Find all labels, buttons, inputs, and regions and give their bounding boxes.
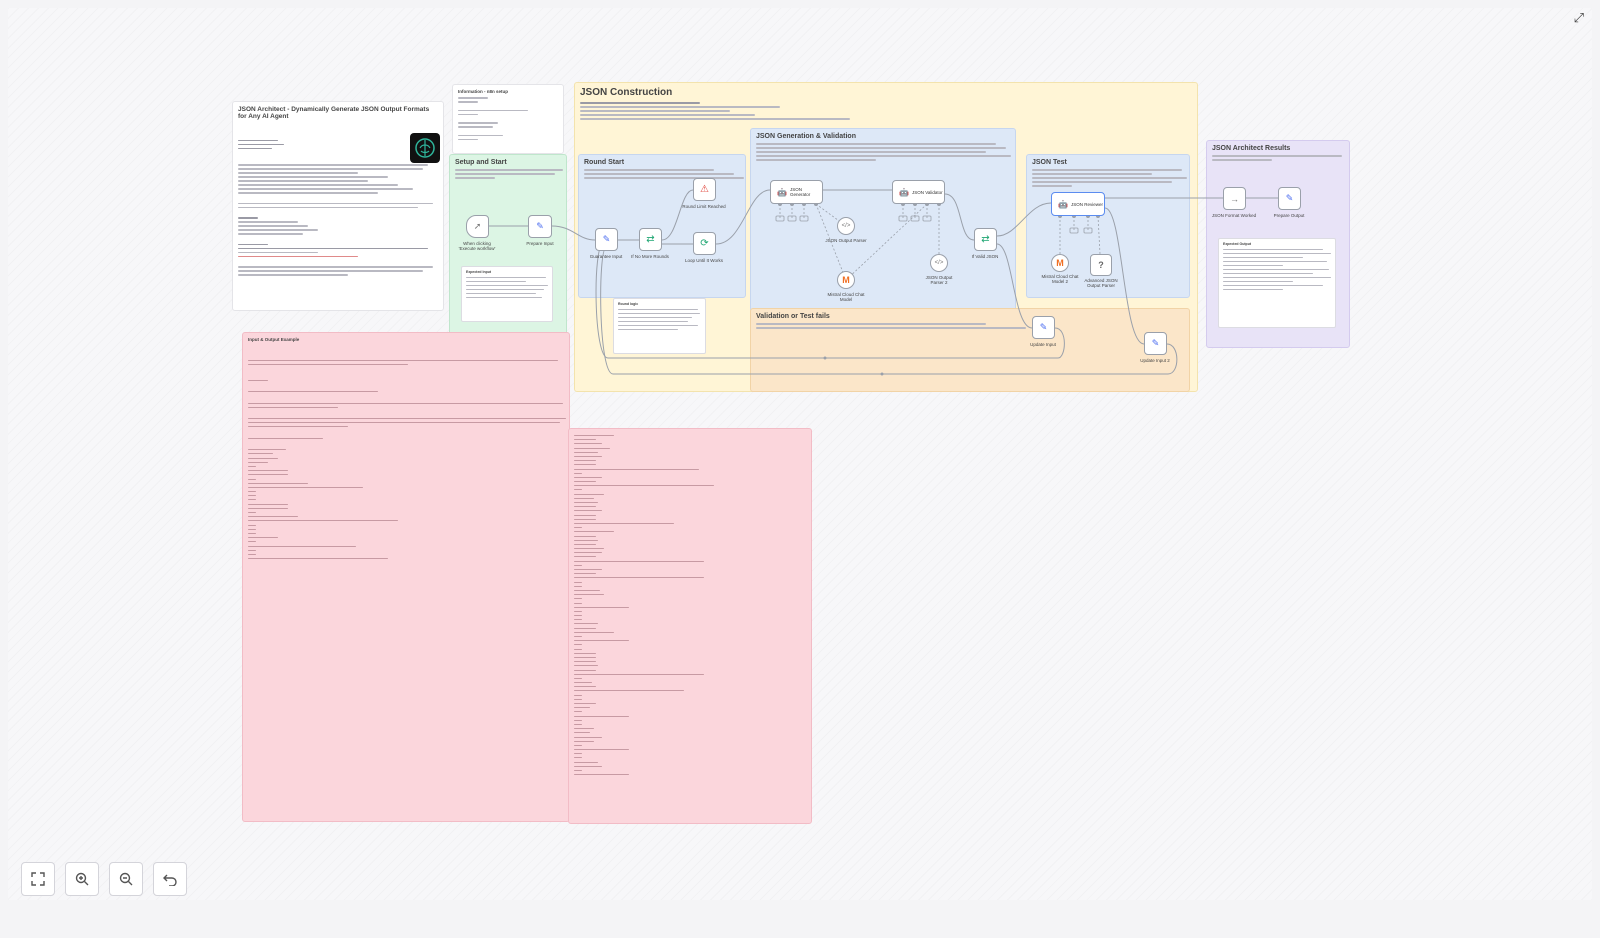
- setup-title: Setup and Start: [455, 159, 507, 166]
- intro-note[interactable]: JSON Architect - Dynamically Generate JS…: [232, 101, 444, 311]
- json-reviewer-node[interactable]: 🤖 JSON Reviewer: [1051, 192, 1105, 216]
- if-no-more-rounds-label: If No More Rounds: [631, 254, 669, 259]
- if-valid-json-label: If Valid JSON: [971, 254, 999, 259]
- arrow-right-icon: →: [1230, 193, 1239, 204]
- json-output-parser-2-label: JSON Output Parser 2: [925, 275, 953, 285]
- prepare-input-label: Prepare Input: [526, 241, 554, 246]
- robot-icon: 🤖: [777, 187, 787, 197]
- pencil-icon: ✎: [536, 221, 544, 231]
- mistral-logo-icon: M: [842, 275, 850, 285]
- round-logic-note: Round logic: [613, 298, 706, 354]
- round-start-title: Round Start: [584, 159, 625, 166]
- trigger-label: When clicking 'Execute workflow': [458, 241, 496, 251]
- robot-icon: 🤖: [1058, 199, 1068, 209]
- mistral-model-label: Mistral Cloud Chat Model: [827, 292, 865, 302]
- io-example-note[interactable]: Input & Output Example: [242, 332, 570, 822]
- pencil-icon: ✎: [602, 234, 611, 244]
- results-title: JSON Architect Results: [1212, 145, 1291, 152]
- reset-button[interactable]: [153, 862, 187, 896]
- zoom-in-icon: [75, 872, 89, 886]
- prepare-output-node[interactable]: ✎: [1278, 187, 1301, 210]
- workflow-canvas[interactable]: JSON Architect - Dynamically Generate JS…: [8, 8, 1592, 900]
- brain-logo-icon: [410, 133, 440, 163]
- intro-title: JSON Architect - Dynamically Generate JS…: [238, 106, 430, 120]
- guarantee-input-label: Guarantee Input: [589, 254, 623, 259]
- fit-view-button[interactable]: [21, 862, 55, 896]
- json-generator-node[interactable]: 🤖 JSON Generator: [770, 180, 823, 204]
- branch-icon: ⇄: [981, 234, 990, 245]
- advanced-parser-node[interactable]: ?: [1090, 254, 1112, 276]
- json-reviewer-label: JSON Reviewer: [1070, 201, 1103, 207]
- json-validator-label: JSON Validator: [911, 189, 943, 195]
- json-output-parser-2-node[interactable]: </>: [930, 254, 948, 272]
- if-valid-json-node[interactable]: ⇄: [974, 228, 997, 251]
- zoom-out-button[interactable]: [109, 862, 143, 896]
- pencil-icon: ✎: [1039, 322, 1048, 332]
- question-icon: ?: [1098, 260, 1104, 270]
- code-brackets-icon: </>: [841, 223, 851, 229]
- update-input-2-label: Update Input 2: [1140, 358, 1170, 363]
- undo-icon: [163, 874, 177, 886]
- if-no-more-rounds-node[interactable]: ⇄: [639, 228, 662, 251]
- validation-fails-title: Validation or Test fails: [756, 313, 830, 320]
- prepare-input-node[interactable]: ✎: [528, 215, 552, 238]
- round-start-note[interactable]: Round Start: [578, 154, 746, 298]
- branch-icon: ⇄: [646, 234, 655, 245]
- robot-icon: 🤖: [899, 187, 909, 197]
- json-output-parser-label: JSON Output Parser: [825, 238, 867, 243]
- guarantee-input-node[interactable]: ✎: [595, 228, 618, 251]
- generation-title: JSON Generation & Validation: [756, 133, 856, 140]
- loop-until-label: Loop Until It Works: [685, 258, 723, 263]
- io-title: Input & Output Example: [248, 337, 300, 342]
- refresh-icon: ⟳: [700, 238, 709, 249]
- info-title: Information - n8n setup: [458, 89, 508, 94]
- json-validator-node[interactable]: 🤖 JSON Validator: [892, 180, 945, 204]
- mistral-model-node[interactable]: M: [837, 271, 855, 289]
- code-brackets-icon: </>: [934, 260, 944, 266]
- advanced-parser-label: Advanced JSON Output Parser: [1084, 278, 1118, 288]
- pencil-icon: ✎: [1151, 338, 1160, 348]
- construction-title: JSON Construction: [580, 87, 673, 98]
- json-structure-note[interactable]: [568, 428, 812, 824]
- trigger-node[interactable]: ➚: [466, 215, 489, 238]
- cursor-click-icon: ➚: [473, 221, 482, 231]
- json-output-parser-node[interactable]: </>: [837, 217, 855, 235]
- zoom-in-button[interactable]: [65, 862, 99, 896]
- generation-note[interactable]: JSON Generation & Validation: [750, 128, 1016, 312]
- fit-view-icon: [31, 872, 45, 886]
- pencil-icon: ✎: [1285, 193, 1294, 203]
- json-format-worked-label: JSON Format Worked: [1211, 213, 1257, 218]
- expected-input-note: Expected Input: [461, 266, 553, 322]
- round-limit-node[interactable]: ⚠: [693, 178, 716, 201]
- mistral-logo-icon: M: [1056, 258, 1064, 268]
- json-generator-label: JSON Generator: [789, 187, 811, 197]
- update-input-2-node[interactable]: ✎: [1144, 332, 1167, 355]
- mistral-model-2-node[interactable]: M: [1051, 254, 1069, 272]
- loop-until-node[interactable]: ⟳: [693, 232, 716, 255]
- info-note[interactable]: Information - n8n setup: [452, 84, 564, 154]
- update-input-label: Update Input: [1030, 342, 1056, 347]
- expected-output-note: Expected Output: [1218, 238, 1336, 328]
- mistral-model-2-label: Mistral Cloud Chat Model 2: [1041, 274, 1079, 284]
- expand-icon[interactable]: ⤢: [1573, 10, 1584, 25]
- validation-fails-note[interactable]: Validation or Test fails: [750, 308, 1190, 392]
- round-limit-label: Round Limit Reached: [682, 204, 726, 209]
- warning-triangle-icon: ⚠: [700, 184, 709, 195]
- prepare-output-label: Prepare Output: [1273, 213, 1305, 218]
- zoom-out-icon: [119, 872, 133, 886]
- json-test-title: JSON Test: [1032, 159, 1067, 166]
- update-input-node[interactable]: ✎: [1032, 316, 1055, 339]
- json-format-worked-node[interactable]: →: [1223, 187, 1246, 210]
